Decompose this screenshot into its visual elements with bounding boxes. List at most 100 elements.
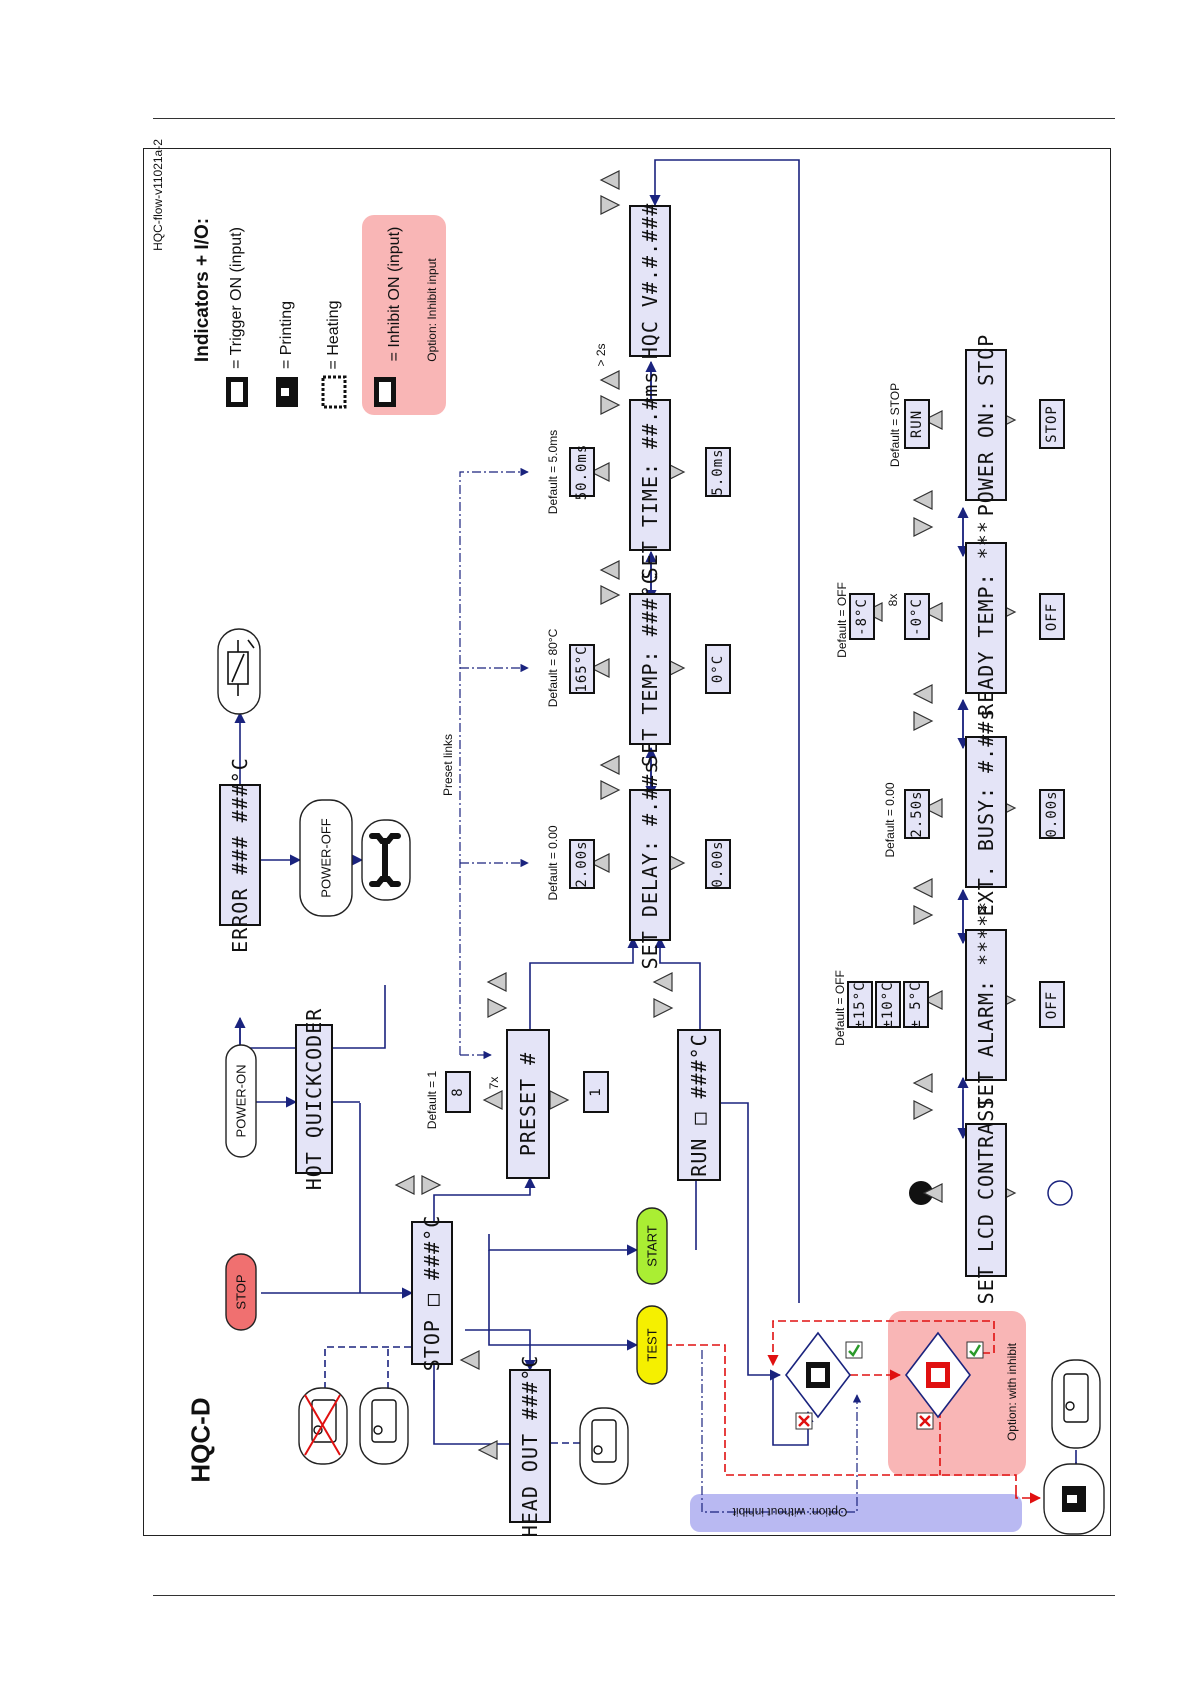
up-arrow-icon[interactable]	[599, 370, 620, 390]
lcd-text-ext-busy: EXT. BUSY: #.##s	[974, 707, 998, 917]
lcd-set-delay	[629, 789, 671, 941]
down-arrow-icon[interactable]	[600, 195, 621, 215]
value-power-stop	[1039, 399, 1065, 449]
down-arrow-icon[interactable]	[913, 517, 934, 537]
power-off-pill[interactable]	[299, 799, 353, 917]
value-text-alarm-opt2: ±10°C	[880, 980, 896, 1029]
option-with-inhibit-label: Option: with inhibit	[1005, 1342, 1019, 1442]
down-arrow-icon[interactable]	[600, 395, 621, 415]
head-icon-out	[359, 1387, 409, 1465]
value-temp-min	[705, 644, 731, 694]
up-arrow-icon[interactable]	[922, 602, 943, 622]
legend-heating-label: = Heating	[325, 300, 342, 370]
contrast-dark-icon	[909, 1181, 933, 1205]
lcd-text-hot-quickcoder: HOT QUICKCODER	[302, 1007, 326, 1191]
up-arrow-icon[interactable]	[912, 490, 933, 510]
diagram-frame	[143, 148, 1111, 1536]
up-arrow-icon[interactable]	[599, 170, 620, 190]
value-text-time-min: 5.0ms	[710, 448, 726, 496]
value-time-max	[569, 447, 595, 497]
down-arrow-icon[interactable]	[653, 998, 674, 1018]
top-rule	[153, 118, 1115, 119]
up-arrow-icon[interactable]	[589, 462, 610, 482]
value-text-power-stop: STOP	[1044, 405, 1060, 443]
up-arrow-icon[interactable]	[599, 755, 620, 775]
value-boxes	[445, 399, 1065, 1113]
value-preset-max	[445, 1071, 471, 1113]
legend-inhibit-option: Option: Inhibit input	[425, 258, 439, 362]
default-busy: Default = 0.00	[883, 782, 897, 858]
lcd-text-set-alarm: SET ALARM: *****	[974, 900, 998, 1110]
value-text-delay-min: 0.00s	[710, 840, 726, 888]
test-label: TEST	[644, 1328, 660, 1362]
down-arrow-icon[interactable]	[421, 1175, 442, 1195]
value-time-min	[705, 447, 731, 497]
legend-trigger-icon	[226, 377, 248, 407]
value-text-temp-min: 0°C	[710, 654, 726, 684]
lcd-run	[677, 1029, 721, 1181]
lcd-lcd-contrast	[965, 1123, 1007, 1277]
lcd-set-time	[629, 399, 671, 551]
value-temp-max	[569, 644, 595, 694]
up-arrow-icon[interactable]	[589, 853, 610, 873]
down-arrow-icon[interactable]	[549, 1090, 570, 1110]
down-arrow-icon[interactable]	[600, 780, 621, 800]
up-arrow-icon[interactable]	[922, 410, 943, 430]
lcd-text-ready-temp: READY TEMP: ***	[974, 520, 998, 716]
down-arrow-icon[interactable]	[913, 711, 934, 731]
test-button[interactable]	[636, 1305, 668, 1385]
diagram-version: HQC-flow-v11021a-2	[151, 139, 165, 251]
value-text-alarm-off: OFF	[1044, 990, 1060, 1019]
up-arrow-icon[interactable]	[652, 972, 673, 992]
value-text-power-run: RUN	[909, 409, 925, 439]
default-time: Default = 5.0ms	[546, 429, 560, 515]
up-arrow-icon[interactable]	[922, 990, 943, 1010]
up-arrow-icon[interactable]	[912, 1073, 933, 1093]
up-arrow-icon[interactable]	[394, 1175, 415, 1195]
up-arrow-icon[interactable]	[486, 972, 507, 992]
lcd-set-temp	[629, 593, 671, 745]
down-arrow-icon[interactable]	[600, 585, 621, 605]
down-arrow-icon[interactable]	[913, 905, 934, 925]
legend-inhibit-icon	[374, 377, 396, 407]
diagram-title: HQC-D	[185, 1397, 216, 1483]
value-ready-off	[1039, 593, 1065, 640]
up-arrow-icon[interactable]	[589, 658, 610, 678]
relay-icon	[217, 628, 261, 715]
power-off-label: POWER-OFF	[318, 818, 334, 898]
up-arrow-icon[interactable]	[599, 560, 620, 580]
lcd-power-on	[965, 349, 1007, 501]
up-arrow-icon[interactable]	[482, 1090, 503, 1110]
power-on-pill[interactable]	[225, 1044, 257, 1158]
value-ready-opt1	[849, 593, 875, 640]
up-arrow-icon[interactable]	[912, 878, 933, 898]
default-ready: Default = OFF	[835, 582, 849, 658]
value-delay-max	[569, 839, 595, 889]
legend-printing-label: = Printing	[278, 300, 295, 370]
down-arrow-icon[interactable]	[487, 998, 508, 1018]
start-button[interactable]	[636, 1207, 668, 1285]
value-text-alarm-opt3: ± 5°C	[908, 980, 924, 1029]
value-alarm-off	[1039, 981, 1065, 1028]
legend-inhibit-label: = Inhibit ON (input)	[386, 226, 403, 362]
value-text-time-max: 50.0ms	[574, 443, 590, 501]
lcd-text-power-on: POWER ON: STOP	[974, 333, 998, 517]
lcd-ready-temp	[965, 542, 1007, 694]
value-text-busy-min: 0.00s	[1044, 790, 1060, 838]
up-arrow-icon[interactable]	[922, 1183, 943, 1203]
default-power: Default = STOP	[888, 382, 902, 468]
lcd-hqc-version	[629, 205, 671, 357]
lcd-text-hqc-version: HQC V#.#.###	[638, 202, 662, 360]
stop-button[interactable]	[225, 1253, 257, 1331]
lcd-text-run: RUN □ ###°C	[687, 1033, 711, 1177]
up-arrow-icon[interactable]	[477, 1440, 498, 1460]
value-text-ready-off: OFF	[1044, 602, 1060, 631]
value-text-delay-max: 2.00s	[574, 840, 590, 888]
down-arrow-icon[interactable]	[913, 1100, 934, 1120]
lcd-ext-busy	[965, 736, 1007, 888]
up-arrow-icon[interactable]	[459, 1350, 480, 1370]
up-arrow-icon[interactable]	[912, 684, 933, 704]
up-arrow-icon[interactable]	[922, 798, 943, 818]
lcd-text-lcd-contrast: SET LCD CONTRAST	[974, 1095, 998, 1305]
contrast-light-icon[interactable]	[1047, 1180, 1073, 1206]
